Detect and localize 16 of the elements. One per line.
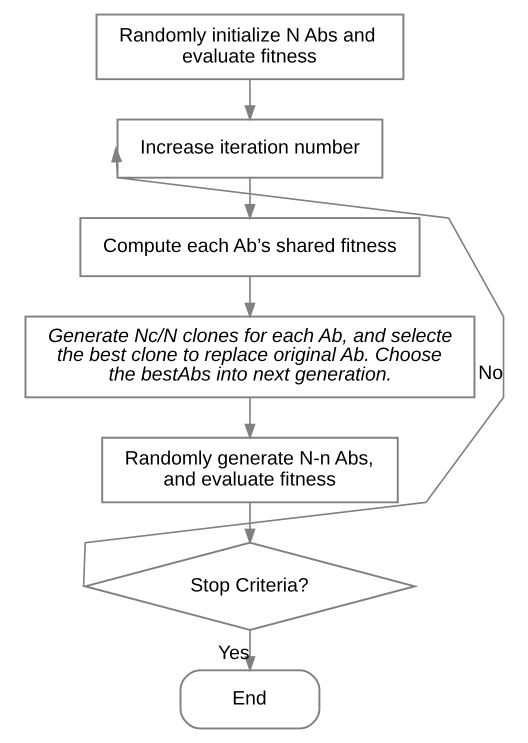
arrow bbox=[244, 630, 256, 672]
edge-label: Yes bbox=[218, 642, 250, 664]
arrow bbox=[82, 146, 504, 586]
node-box: Randomly initialize N Abs and evaluate fitness bbox=[95, 14, 404, 80]
arrow bbox=[244, 178, 256, 220]
arrow bbox=[244, 80, 256, 122]
node-box: Compute each Ab’s shared fitness bbox=[78, 217, 420, 278]
node-diamond: Stop Criteria? bbox=[80, 542, 418, 631]
node-box: Increase iteration number bbox=[116, 118, 383, 179]
arrow bbox=[244, 502, 256, 545]
arrow bbox=[244, 398, 256, 440]
node-box: End bbox=[179, 669, 320, 730]
node-box: Randomly generate N-n Abs, and evaluate fitness bbox=[100, 436, 398, 504]
arrow bbox=[244, 276, 256, 319]
edge-label: No bbox=[478, 362, 503, 384]
node-box: Generate Nc/N clones for each Ab, and selecte the best clone to replace original Ab. Choose the bestAbs into next generation. bbox=[24, 316, 475, 398]
